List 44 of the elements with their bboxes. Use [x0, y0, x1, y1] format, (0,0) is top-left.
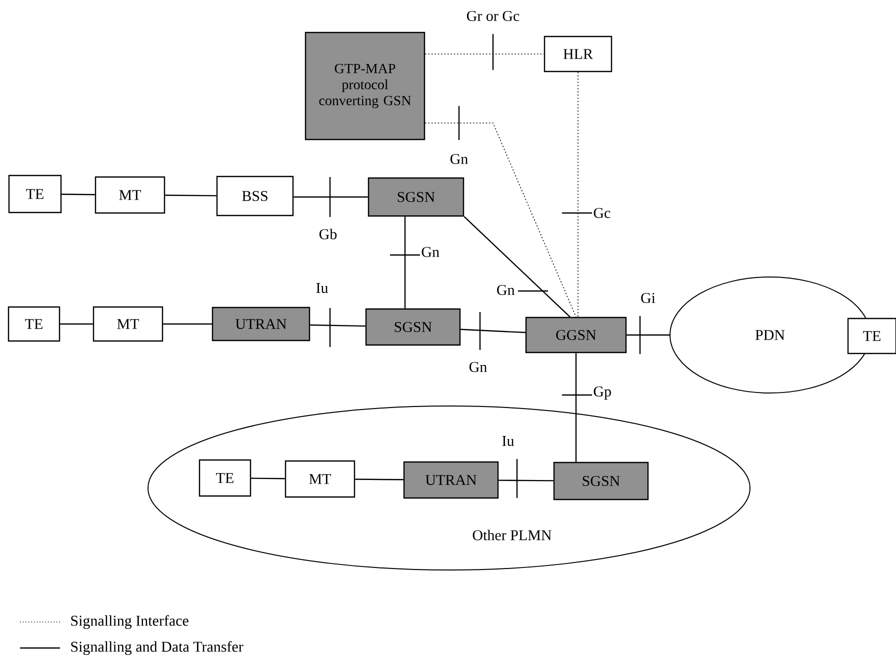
network-element-box: UTRAN: [403, 461, 499, 499]
network-element-box: UTRAN: [212, 306, 310, 342]
interface-label: Iu: [502, 436, 514, 446]
interface-label: Gi: [641, 292, 656, 304]
connector-line: [460, 328, 526, 334]
connector-line: [62, 194, 95, 196]
interface-label: Gp: [594, 386, 611, 400]
connector-line: [355, 478, 404, 480]
interface-label: Iu: [316, 283, 328, 293]
connector-line: [310, 324, 366, 327]
connector-line: [251, 478, 285, 480]
connector-line: [498, 480, 554, 482]
connector-line: [464, 216, 570, 318]
network-element-box: TE: [847, 318, 896, 354]
interface-label: Gn: [450, 154, 468, 164]
interface-label: Gc: [594, 208, 610, 218]
legend-text: Signalling and Data Transfer: [71, 641, 244, 655]
connector-line: [163, 323, 212, 325]
network-element-box: SGSN: [553, 462, 649, 500]
interface-label: Gr or Gc: [466, 10, 520, 22]
network-element-box: MT: [94, 176, 166, 214]
connector-line: [575, 353, 577, 462]
interface-label: Gn: [497, 284, 515, 296]
connector-line: [294, 196, 368, 198]
network-element-box: TE: [198, 459, 252, 497]
legend-text: Signalling Interface: [71, 615, 188, 629]
network-element-box: GTP-MAP protocol converting GSN: [304, 32, 426, 140]
network-element-box: MT: [92, 306, 164, 342]
network-element-box: SGSN: [368, 177, 464, 217]
connector-line: [60, 323, 93, 325]
connector-line: [626, 334, 670, 336]
network-element-box: HLR: [544, 36, 612, 72]
network-element-box: MT: [284, 460, 356, 498]
connector-line: [165, 194, 216, 196]
network-element-box: GGSN: [525, 316, 627, 354]
interface-label: Gn: [422, 246, 440, 258]
interface-label: Gn: [469, 362, 487, 372]
network-element-box: TE: [8, 306, 60, 342]
interface-label: Gb: [319, 228, 337, 240]
dotted-connector: [424, 122, 576, 318]
network-element-box: BSS: [216, 176, 294, 216]
network-element-box: SGSN: [365, 308, 461, 346]
network-element-box: TE: [8, 174, 62, 214]
connector-line: [404, 216, 406, 308]
